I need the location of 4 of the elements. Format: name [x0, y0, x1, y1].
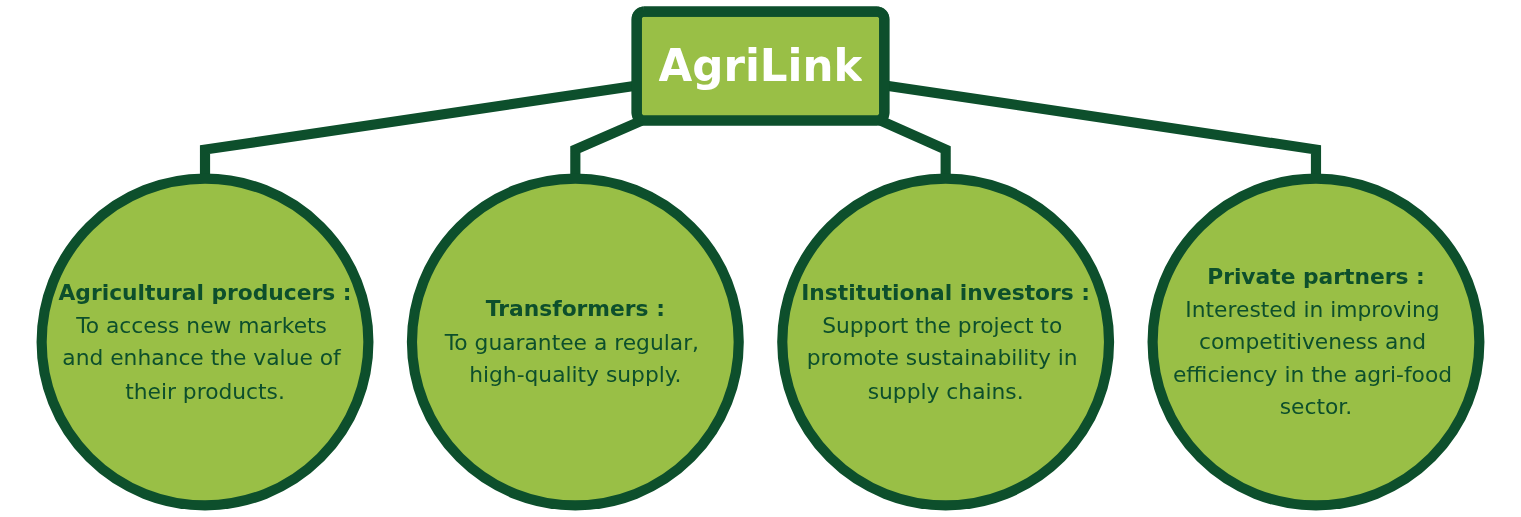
node-circle: Agricultural producers : To access new markets and enhance the value of their products. [36, 173, 374, 511]
node-circle: Private partners : Interested in improving competitiveness and efficiency in the agri-food sector. [1147, 173, 1485, 511]
node-circle: Transformers : To guarantee a regular, high-quality supply. [406, 173, 744, 511]
node-circle: Institutional investors : Support the project to promote sustainability in supply chains. [777, 173, 1115, 511]
